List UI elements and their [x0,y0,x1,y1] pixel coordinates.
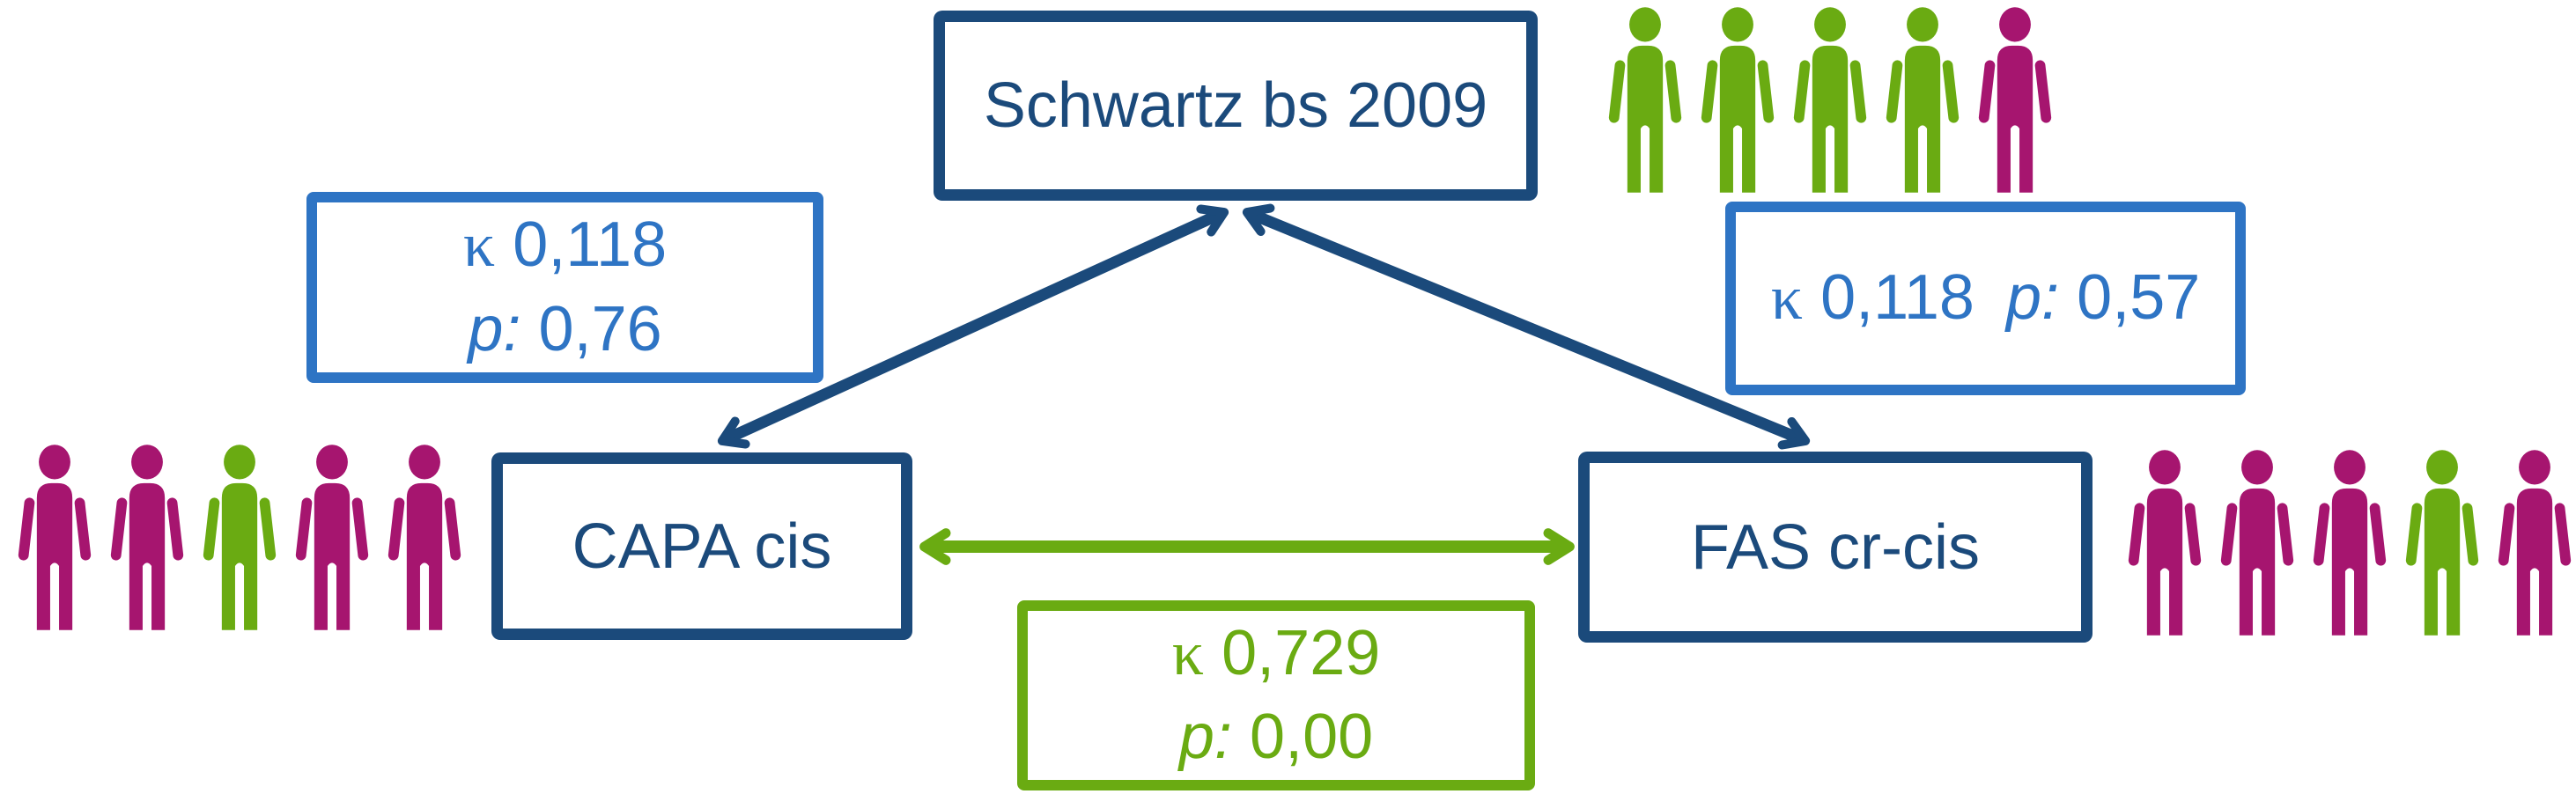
person-icon-magenta [295,445,369,630]
person-group-left [5,442,474,641]
kappa-value: 0,118 [1820,262,1974,334]
kappa-line: κ 0,729 [1172,612,1381,695]
kappa-value: 0,729 [1222,617,1381,688]
person-icon-green [1701,7,1775,193]
edge-label-capa-schwartz: κ 0,118 p: 0,76 [306,192,823,383]
p-line: p: 0,00 [1179,695,1373,779]
p-label: p: [468,293,521,364]
person-icon-green [1608,7,1682,193]
person-icon-green [2405,450,2479,636]
arrow-fas-schwartz [1242,203,1811,450]
edge-label-capa-fas: κ 0,729 p: 0,00 [1017,600,1535,790]
node-schwartz-bs-2009: Schwartz bs 2009 [934,11,1538,201]
person-icon-magenta [110,445,184,630]
person-group-right [2115,447,2576,646]
kappa-line: κ 0,118 [463,203,667,287]
node-capa-label: CAPA cis [572,511,832,582]
node-capa-cis: CAPA cis [491,452,912,640]
p-value: 0,57 [2077,262,2201,334]
p-line: p: 0,76 [468,288,661,371]
kappa-symbol: κ [1171,617,1204,688]
person-icon-magenta [2128,450,2202,636]
p-label: p: [1178,702,1232,772]
person-icon-magenta [2313,450,2387,636]
node-fas-cr-cis: FAS cr-cis [1578,452,2093,643]
p-value: 0,76 [538,293,662,364]
person-icon-magenta [388,445,461,630]
person-icon-green [1886,7,1960,193]
edge-label-fas-schwartz: κ 0,118 p: 0,57 [1725,202,2246,395]
node-schwartz-label: Schwartz bs 2009 [983,70,1488,141]
person-icon-magenta [18,445,92,630]
person-icon-magenta [2498,450,2572,636]
person-icon-magenta [2220,450,2294,636]
node-fas-label: FAS cr-cis [1690,511,1980,583]
person-icon-green [203,445,277,630]
person-icon-magenta [1978,7,2052,193]
kappa-symbol: κ [462,210,496,281]
kappa-value: 0,118 [513,210,668,281]
person-group-top-right [1596,4,2064,203]
person-icon-green [1793,7,1867,193]
p-value: 0,00 [1250,702,1374,772]
kappa-symbol: κ [1770,262,1803,334]
p-label: p: [2005,262,2060,334]
